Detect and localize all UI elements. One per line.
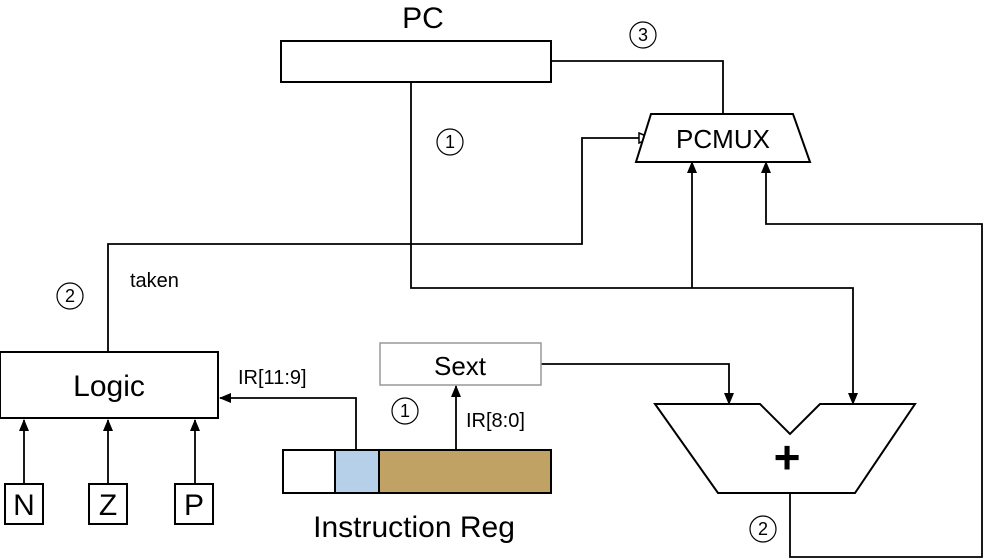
- flag-n-box: [4, 483, 44, 525]
- pc-label: PC: [402, 2, 444, 35]
- pcmux: [634, 113, 812, 163]
- logic-block: [0, 351, 219, 419]
- flag-z-label: Z: [99, 489, 117, 522]
- step-marker-ir-sext: 1: [391, 397, 419, 425]
- pc-register: [280, 40, 552, 83]
- adder: [653, 403, 917, 494]
- svg-text:2: 2: [65, 286, 75, 306]
- ir-field-opcode: [282, 449, 336, 494]
- ir-8-0-label: IR[8:0]: [466, 410, 525, 432]
- step-marker-pcmux-out: 3: [629, 21, 657, 49]
- pcmux-label: PCMUX: [676, 124, 770, 154]
- sext-label: Sext: [434, 351, 487, 381]
- flag-z-box: [88, 483, 128, 525]
- svg-text:3: 3: [638, 25, 648, 45]
- ir-field-nzp: [334, 449, 380, 494]
- ir-11-9-label: IR[11:9]: [238, 367, 307, 389]
- flag-p-label: P: [184, 489, 204, 522]
- step-marker-adder-out: 2: [749, 515, 777, 543]
- taken-wire: [107, 138, 651, 352]
- logic-label: Logic: [73, 370, 145, 403]
- svg-text:2: 2: [758, 519, 768, 539]
- adder-label: +: [774, 431, 801, 483]
- pcmux-to-pc-wire: [516, 56, 724, 114]
- ir-11-9-wire: [219, 393, 357, 450]
- pc-output-wire: [410, 72, 858, 405]
- sext-block: [379, 342, 542, 386]
- sext-to-adder-wire: [541, 363, 734, 405]
- adder-output-wire: [761, 161, 983, 558]
- step-marker-taken: 2: [56, 282, 84, 310]
- step-marker-pc-out: 1: [436, 128, 464, 156]
- svg-text:1: 1: [400, 401, 410, 421]
- flag-n-label: N: [13, 489, 35, 522]
- ir-field-offset: [378, 449, 552, 494]
- svg-text:1: 1: [445, 132, 455, 152]
- taken-label: taken: [130, 270, 179, 292]
- instruction-reg-label: Instruction Reg: [313, 511, 515, 544]
- flag-p-box: [174, 483, 214, 525]
